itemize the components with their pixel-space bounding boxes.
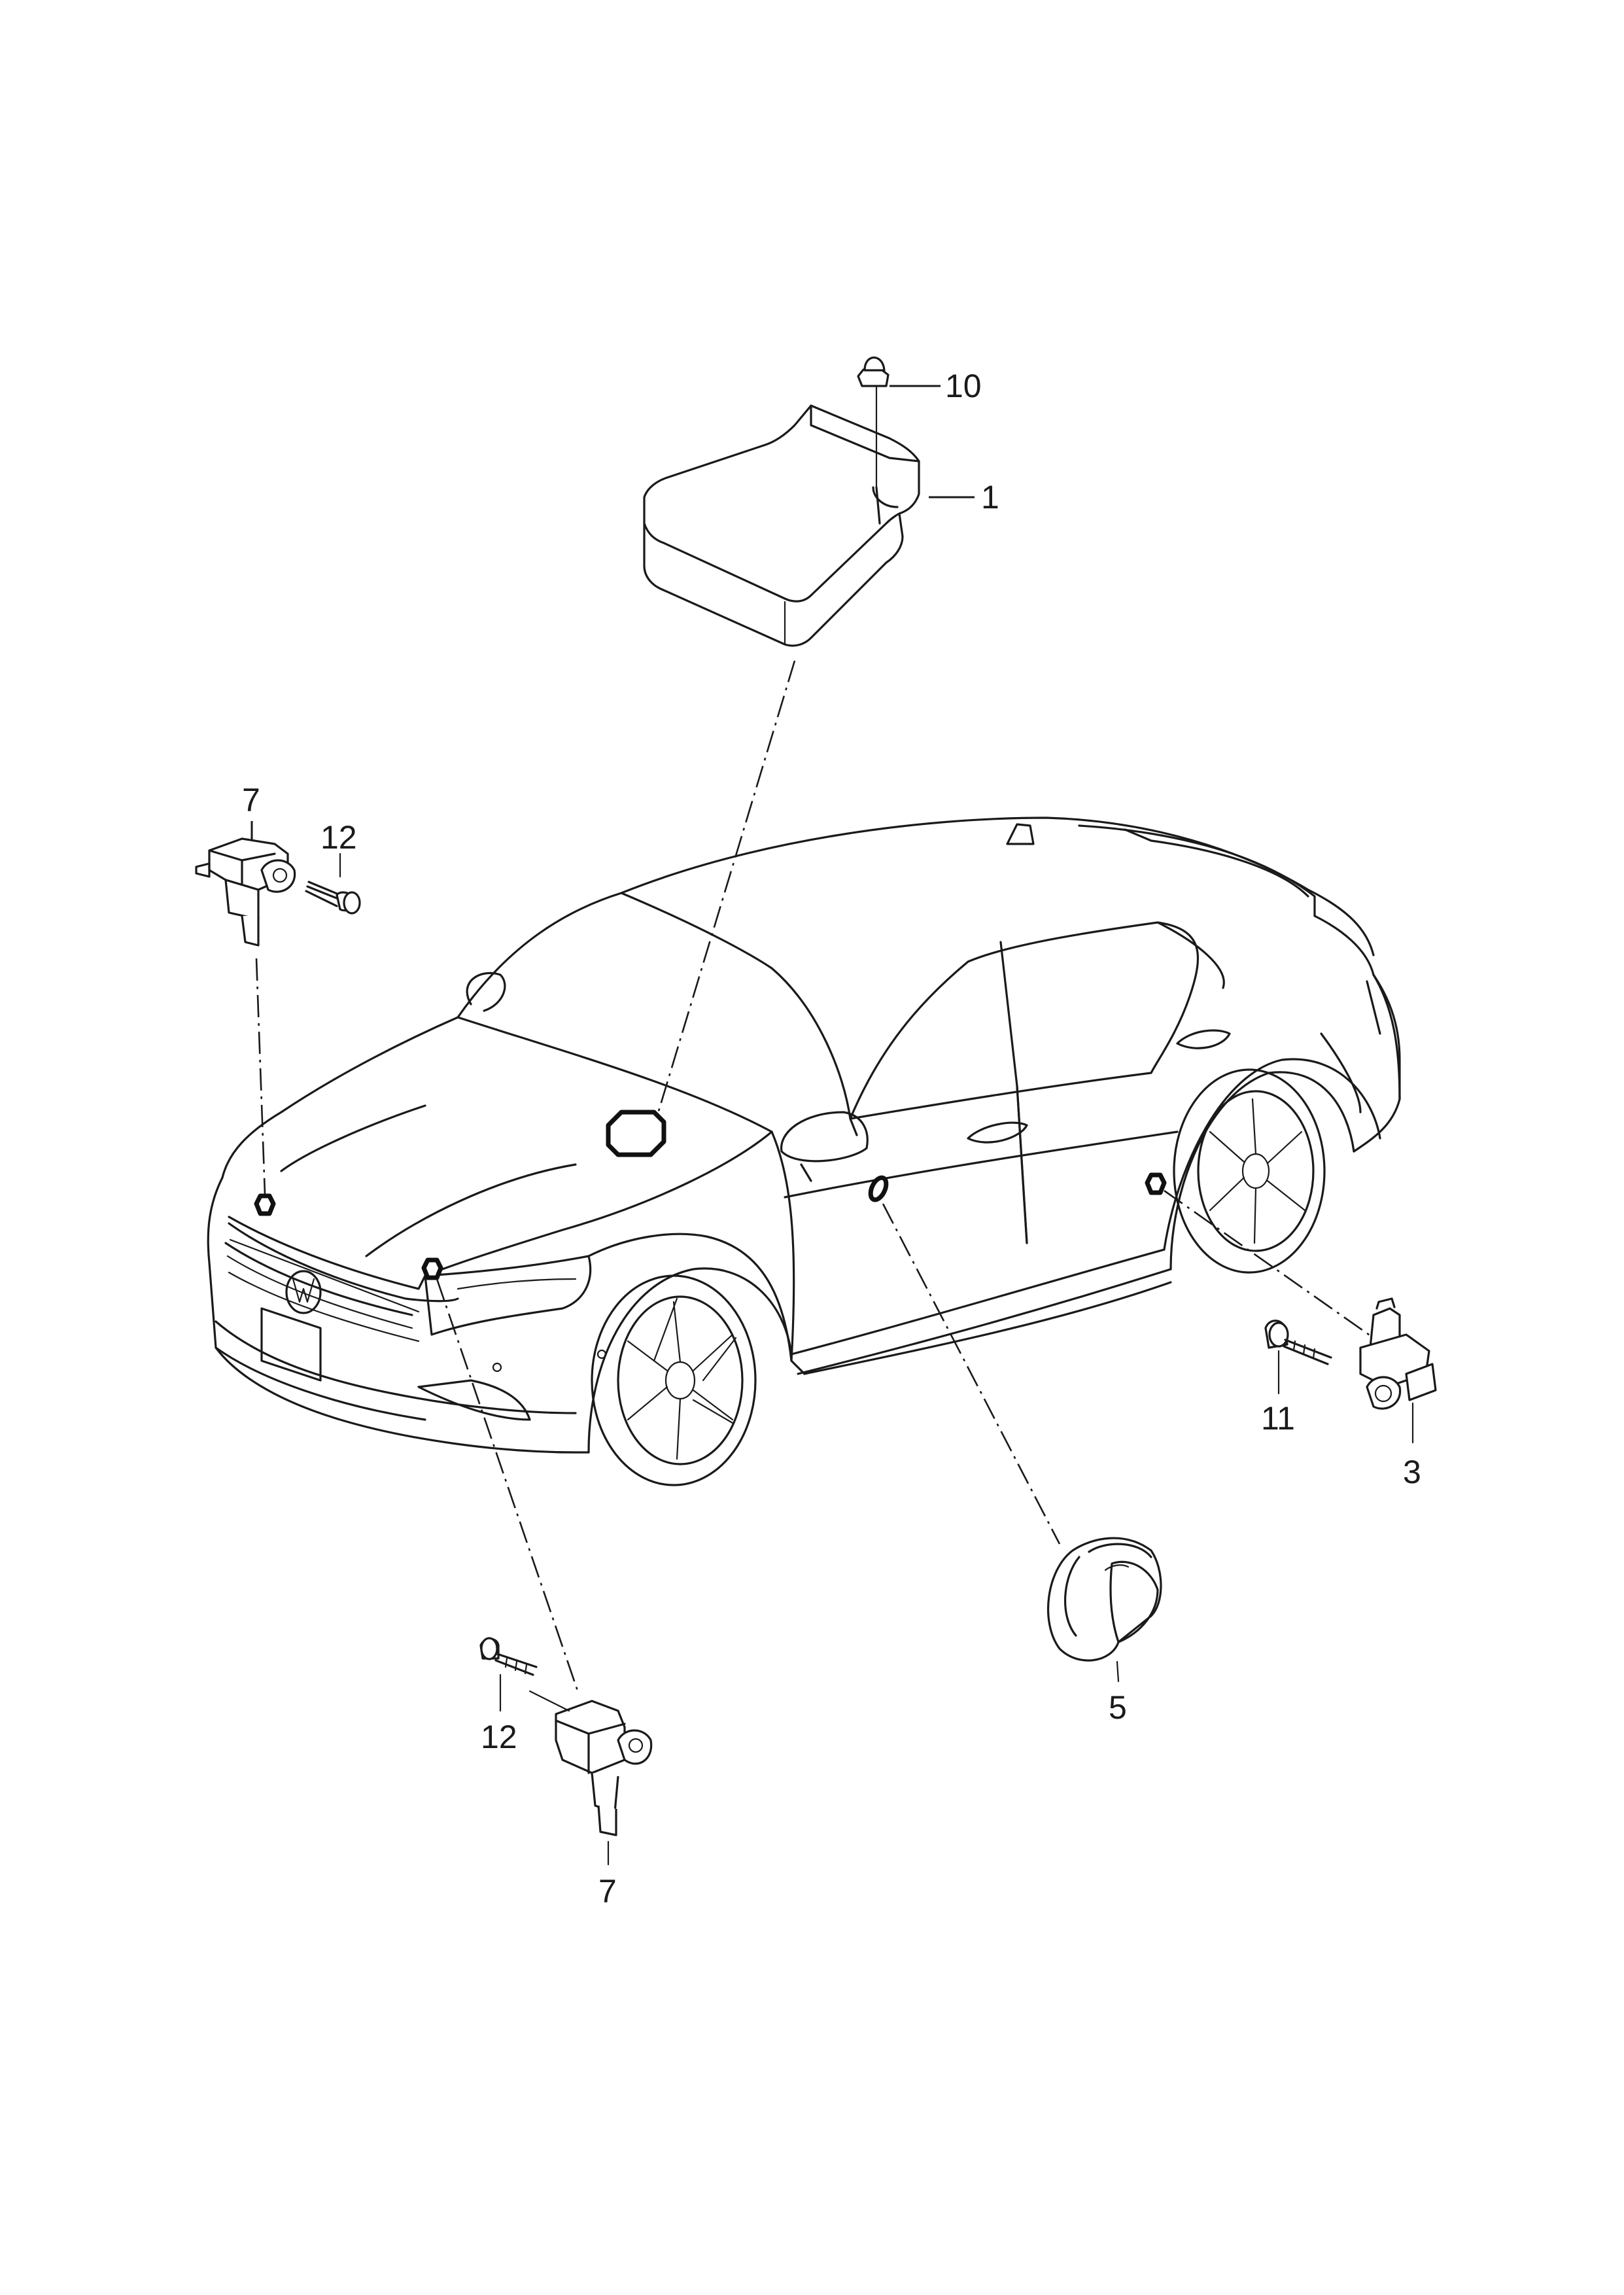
bolt [1264,1320,1332,1395]
control-unit-location-marker [606,1110,666,1157]
callout-11: 11 [1261,1400,1295,1437]
side-sensor-location-marker [1145,1172,1167,1195]
car-illustration [207,816,1401,1486]
screw-top [305,852,361,915]
front-sensor-right-location-marker [421,1257,443,1280]
callout-5: 5 [1109,1689,1127,1726]
rear-wheel [1173,1068,1326,1274]
callout-numbers: 10 1 7 12 11 3 5 12 7 [242,368,1421,1910]
side-crash-sensor [1359,1297,1437,1444]
door-sensor-location-marker [868,1175,889,1202]
callout-1: 1 [981,479,999,516]
callout-7-bottom: 7 [598,1873,617,1910]
callout-leaders [251,385,975,841]
front-wheel [591,1274,757,1486]
door-pressure-sensor [1047,1537,1162,1683]
callout-3: 3 [1403,1454,1421,1490]
front-crash-sensor-bottom [555,1700,653,1866]
screw-bottom [479,1637,570,1712]
control-unit [643,404,920,647]
callout-12-top: 12 [320,819,357,856]
front-crash-sensor-top [195,837,296,947]
callout-12-bottom: 12 [481,1719,517,1755]
callout-7-top: 7 [242,782,260,818]
leader-lines [255,660,1374,1695]
nut [857,357,890,489]
callout-10: 10 [945,368,982,404]
front-sensor-left-location-marker [254,1193,276,1216]
location-markers [254,1110,1167,1280]
